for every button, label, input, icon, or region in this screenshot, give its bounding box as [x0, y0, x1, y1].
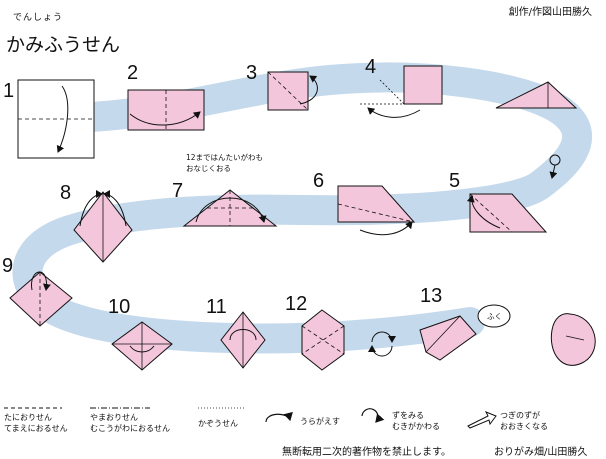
- legend-valley-fold: たにおりせん てまえにおるせん: [4, 412, 68, 434]
- bubble-text: ふく: [487, 312, 502, 321]
- step-number-10: 10: [108, 296, 131, 318]
- step-number-7: 7: [172, 180, 184, 202]
- step-12-figure: [301, 309, 345, 371]
- step-number-2: 2: [127, 62, 139, 84]
- legend-enlarge-desc: おおきくなる: [500, 422, 548, 431]
- step-2-figure: [127, 89, 205, 131]
- step-number-9: 9: [2, 255, 14, 277]
- legend-mountain-title: やまおりせん: [90, 413, 138, 422]
- legend-flip: うらがえす: [300, 417, 340, 426]
- step-number-12: 12: [285, 293, 308, 315]
- legend-zoom-desc: むきがかわる: [392, 422, 440, 431]
- step-7-note-line-2: おなじくおる: [186, 164, 231, 173]
- title-ruby: でんしょう: [13, 13, 64, 23]
- page-title: かみふうせん: [6, 34, 121, 56]
- step-7-figure: [182, 189, 278, 227]
- step-number-8: 8: [60, 182, 72, 204]
- footer-signature: おりがみ畑/山田勝久: [494, 447, 588, 458]
- step-number-5: 5: [449, 170, 461, 192]
- rotate-view-icon: [368, 331, 396, 357]
- flip-arrow-right: [549, 154, 561, 179]
- step-number-1: 1: [3, 80, 15, 102]
- step-number-3: 3: [246, 62, 258, 84]
- legend-enlarge-icon: [467, 411, 497, 429]
- step-number-6: 6: [313, 170, 325, 192]
- step-10-figure: [111, 321, 173, 371]
- step-7-note: 12まではんたいがわも おなじくおる: [186, 152, 263, 174]
- step-4-result-figure: [495, 81, 578, 109]
- legend-flip-icon: [265, 411, 293, 423]
- step-8-figure: [73, 190, 133, 263]
- step-number-4: 4: [365, 56, 377, 78]
- legend-valley-title: たにおりせん: [4, 413, 52, 422]
- legend-zoom-title: ずをみる: [392, 411, 424, 420]
- flow-path: [12, 62, 593, 354]
- legend-valley-desc: てまえにおるせん: [4, 424, 68, 433]
- step-7-note-line-1: 12まではんたいがわも: [186, 153, 264, 162]
- legend-enlarge: つぎのずが おおきくなる: [500, 410, 548, 432]
- legend-crease: かぞうせん: [198, 419, 238, 428]
- legend-zoom: ずをみる むきがかわる: [392, 410, 440, 432]
- legend-enlarge-title: つぎのずが: [500, 411, 540, 420]
- legend-mountain-desc: むこうがわにおるせん: [90, 424, 170, 433]
- step-13-figure: [419, 304, 511, 361]
- step-number-11: 11: [206, 296, 227, 318]
- step-4-figure: [360, 65, 443, 118]
- step-11-figure: [220, 311, 266, 369]
- step-6-figure: [337, 185, 416, 236]
- legend-mountain-fold: やまおりせん むこうがわにおるせん: [90, 412, 170, 434]
- finished-balloon-figure: [550, 313, 596, 366]
- copyright-notice: 無断転用二次的著作物を禁止します。: [282, 447, 451, 458]
- step-9-figure: [9, 271, 73, 327]
- speech-bubble: [477, 304, 511, 328]
- legend-zoom-icon: [361, 408, 385, 423]
- step-1-figure: [17, 79, 95, 159]
- step-5-figure: [466, 193, 548, 233]
- step-number-13: 13: [420, 285, 443, 307]
- step-3-figure: [267, 71, 318, 111]
- author-credit: 創作/作図山田勝久: [508, 7, 592, 18]
